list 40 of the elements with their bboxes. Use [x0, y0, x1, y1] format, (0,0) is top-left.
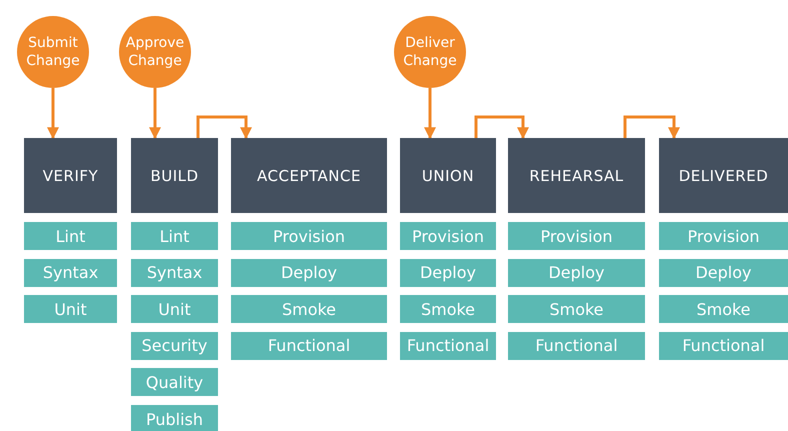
task-box: Smoke	[508, 295, 645, 324]
task-box: Functional	[231, 332, 387, 360]
task-box: Unit	[24, 295, 117, 324]
task-box: Publish	[131, 405, 218, 431]
task-box: Deploy	[400, 258, 496, 287]
arrow	[624, 116, 680, 140]
stage-header: ACCEPTANCE	[231, 138, 387, 213]
milestone-circle: Approve Change	[119, 16, 191, 88]
arrow	[47, 88, 59, 140]
milestone-circle: Deliver Change	[394, 16, 466, 88]
task-box: Lint	[24, 222, 117, 250]
stage-header: REHEARSAL	[508, 138, 645, 213]
stage-header: VERIFY	[24, 138, 117, 213]
task-box: Syntax	[24, 258, 117, 287]
task-box: Deploy	[659, 258, 788, 287]
task-box: Provision	[231, 222, 387, 250]
task-box: Lint	[131, 222, 218, 250]
milestone-circle: Submit Change	[17, 16, 89, 88]
task-box: Functional	[659, 332, 788, 360]
task-box: Syntax	[131, 258, 218, 287]
task-box: Deploy	[231, 258, 387, 287]
task-box: Functional	[508, 332, 645, 360]
arrow	[474, 116, 529, 140]
arrow	[424, 88, 436, 140]
arrow	[196, 116, 252, 140]
stage-header: DELIVERED	[659, 138, 788, 213]
task-box: Smoke	[400, 295, 496, 324]
arrow	[149, 88, 161, 140]
task-box: Provision	[400, 222, 496, 250]
stage-header: BUILD	[131, 138, 218, 213]
task-box: Provision	[659, 222, 788, 250]
stage-header: UNION	[400, 138, 496, 213]
task-box: Smoke	[659, 295, 788, 324]
task-box: Provision	[508, 222, 645, 250]
task-box: Smoke	[231, 295, 387, 324]
task-box: Security	[131, 332, 218, 360]
task-box: Unit	[131, 295, 218, 324]
task-box: Deploy	[508, 258, 645, 287]
task-box: Functional	[400, 332, 496, 360]
task-box: Quality	[131, 368, 218, 396]
